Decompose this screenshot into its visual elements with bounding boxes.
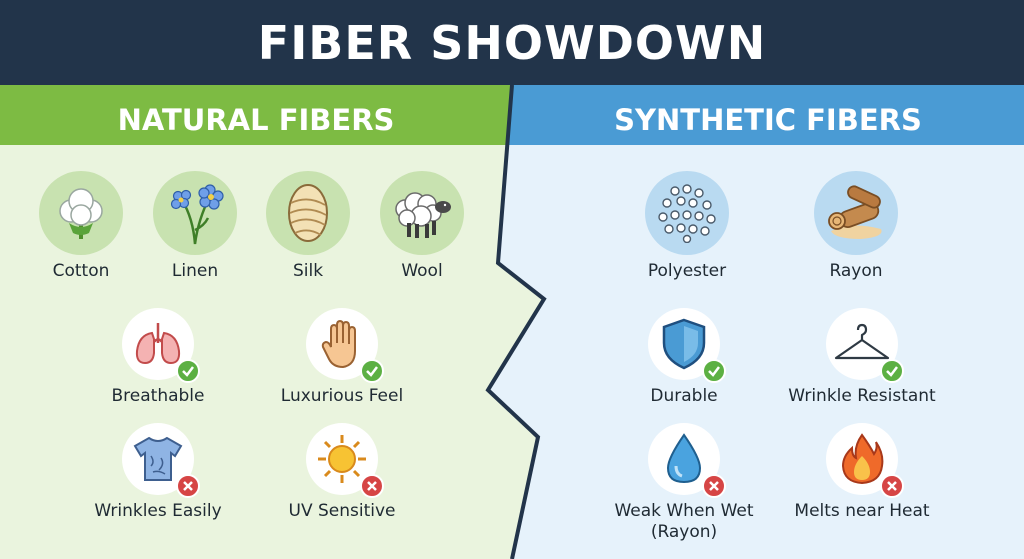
flax-flower-icon xyxy=(170,184,224,245)
check-icon xyxy=(708,366,720,377)
luxurious-feel-check-badge xyxy=(360,359,384,383)
breathable-check-badge xyxy=(176,359,200,383)
silk-card xyxy=(266,171,350,255)
title-bar: FIBER SHOWDOWN xyxy=(0,0,1024,85)
luxurious-feel-label: Luxurious Feel xyxy=(280,386,404,406)
uv-sensitive-label: UV Sensitive xyxy=(288,501,396,521)
wrinkle-resistant-check-badge xyxy=(880,359,904,383)
linen-label: Linen xyxy=(171,261,219,281)
natural-panel-bg xyxy=(0,85,544,559)
wool-card xyxy=(380,171,464,255)
uv-sensitive-cross-badge xyxy=(360,474,384,498)
synthetic-header-bg xyxy=(508,85,1024,145)
melts-near-heat-label: Melts near Heat xyxy=(794,501,930,521)
check-icon xyxy=(886,366,898,377)
cross-icon xyxy=(709,481,719,491)
sheep-icon xyxy=(395,192,451,238)
hanger-icon xyxy=(834,323,890,360)
cotton-card xyxy=(39,171,123,255)
durable-check-badge xyxy=(702,359,726,383)
breathable-card xyxy=(122,308,194,380)
melts-near-heat-cross-badge xyxy=(880,474,904,498)
water-drop-icon xyxy=(666,433,702,484)
cotton-label: Cotton xyxy=(52,261,110,281)
cross-icon xyxy=(887,481,897,491)
lungs-icon xyxy=(135,323,181,365)
wrinkle-resistant-label: Wrinkle Resistant xyxy=(788,386,936,406)
wrinkles-easily-cross-badge xyxy=(176,474,200,498)
cross-icon xyxy=(367,481,377,491)
weak-when-wet-sublabel: (Rayon) xyxy=(650,522,718,542)
durable-card xyxy=(648,308,720,380)
durable-label: Durable xyxy=(650,386,718,406)
wool-label: Wool xyxy=(401,261,443,281)
wrinkles-easily-label: Wrinkles Easily xyxy=(94,501,222,521)
synthetic-fibers-header: SYNTHETIC FIBERS xyxy=(614,103,922,137)
sun-icon xyxy=(318,435,366,483)
silk-cocoon-icon xyxy=(288,184,328,242)
rayon-card xyxy=(814,171,898,255)
page-title: FIBER SHOWDOWN xyxy=(257,15,767,70)
flame-icon xyxy=(841,433,884,485)
cross-icon xyxy=(183,481,193,491)
synthetic-panel-bg xyxy=(488,85,1024,559)
wrinkled-shirt-icon xyxy=(133,436,183,481)
check-icon xyxy=(366,366,378,377)
natural-header-bg xyxy=(0,85,512,145)
check-icon xyxy=(182,366,194,377)
shield-icon xyxy=(662,318,706,370)
linen-card xyxy=(153,171,237,255)
polyester-card xyxy=(645,171,729,255)
zigzag-divider xyxy=(485,85,547,559)
weak-when-wet-label: Weak When Wet xyxy=(614,501,754,521)
polymer-pellets-icon xyxy=(658,184,716,243)
rayon-label: Rayon xyxy=(829,261,883,281)
natural-fibers-header: NATURAL FIBERS xyxy=(117,103,395,137)
polyester-label: Polyester xyxy=(647,261,727,281)
weak-when-wet-cross-badge xyxy=(702,474,726,498)
cotton-boll-icon xyxy=(59,188,103,239)
wood-log-icon xyxy=(828,185,882,239)
breathable-label: Breathable xyxy=(111,386,205,406)
hand-icon xyxy=(321,319,356,369)
silk-label: Silk xyxy=(292,261,324,281)
